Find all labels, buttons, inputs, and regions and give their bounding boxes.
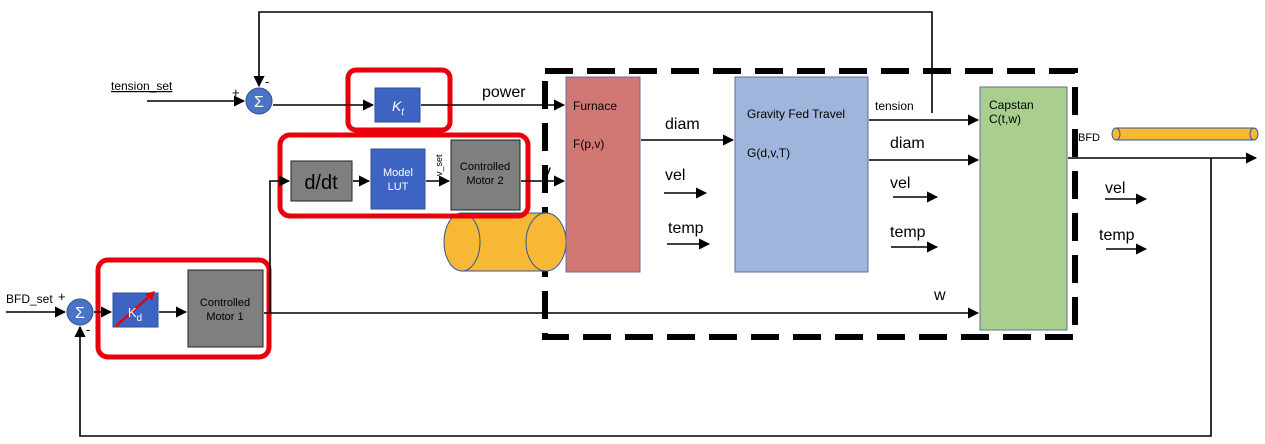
capstan-block [979,86,1068,331]
motor1-to-ddt-line [269,175,291,313]
kt-label: Kt [392,98,405,118]
capstan-function: C(t,w) [989,112,1021,126]
kd-adjust-arrowhead [145,291,155,301]
motor2-line1: Controlled [460,161,510,173]
w-label: w [933,287,946,304]
sum-top-plus: + [232,85,240,100]
sum-top-minus: - [265,74,269,89]
kd-adjust-arrow [115,293,153,327]
tension-label: tension [875,99,914,113]
controlled-motor-2-block [450,139,521,211]
gravity-fed-travel-block [734,76,869,273]
kt-gain-block [374,87,421,123]
vel-label-3: vel [1105,180,1125,197]
motor1-line1: Controlled [200,297,250,309]
sum-junction-bottom [66,298,94,326]
capstan-title: Capstan [989,98,1034,112]
v-set-label: v_set [434,154,444,176]
ddt-block [290,160,353,202]
motor2-line2: Motor 2 [466,175,503,187]
sum-bottom-minus: - [86,322,90,337]
preform-cylinder [443,212,567,272]
sum-symbol-top: Σ [254,94,264,111]
kd-label: Kd [128,305,142,324]
furnace-block [565,76,641,273]
highlight-bfd-loop [95,257,272,360]
tension-feedback-line [253,11,933,113]
bfd-feedback-line [74,158,1212,437]
diam-label-1: diam [665,116,700,133]
fiber-cylinder [1111,127,1259,141]
furnace-title: Furnace [573,99,617,113]
controlled-motor-1-block [187,269,264,348]
gravity-title: Gravity Fed Travel [747,107,845,121]
sum-bottom-plus: + [58,289,66,304]
tension-set-label: tension_set [111,79,173,93]
v-label: v [543,163,551,180]
ddt-label: d/dt [304,172,338,194]
bfd-label: BFD [1078,132,1100,144]
model-lut-line2: LUT [388,181,409,193]
vel-label-1: vel [665,167,685,184]
temp-label-2: temp [890,224,926,241]
plant-boundary [542,68,1078,340]
model-lut-line1: Model [383,167,413,179]
power-label: power [482,84,526,101]
temp-label-1: temp [668,220,704,237]
highlight-kt [345,67,453,133]
temp-label-3: temp [1099,227,1135,244]
motor1-line2: Motor 1 [206,311,243,323]
diam-label-2: diam [890,135,925,152]
gravity-function: G(d,v,T) [747,146,790,160]
model-lut-block [370,148,426,210]
vel-label-2: vel [890,175,910,192]
sum-junction-top [245,87,273,115]
bfd-set-label: BFD_set [6,292,53,306]
sum-symbol-bottom: Σ [75,305,85,322]
furnace-function: F(p,v) [573,137,604,151]
